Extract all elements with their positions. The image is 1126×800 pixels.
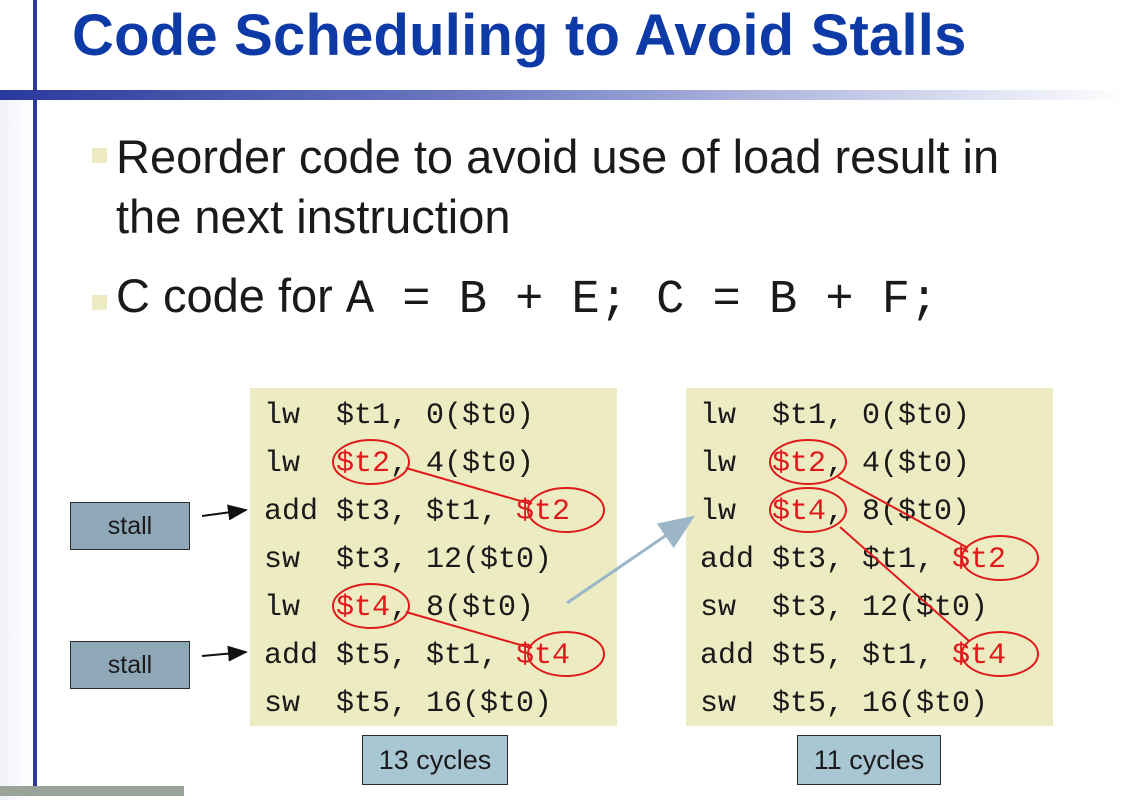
code-segment: lw [700,447,773,481]
code-panel-original: lw $t1, 0($t0)lw $t2, 4($t0)add $t3, $t1… [250,388,617,726]
dep-left-t4 [405,611,532,649]
register-highlight: $t4 [336,591,391,625]
original-line-6: add $t5, $t1, $t4 [264,638,570,674]
reorder-arrow [566,515,695,605]
left-margin-shade [0,100,33,800]
circle-left-t4-def [332,583,410,629]
bullet-1-line-2: the next instruction [116,190,511,243]
code-segment: add $t3, $t1, [700,543,953,577]
slide-title: Code Scheduling to Avoid Stalls [72,3,967,68]
circle-left-t2-def [332,439,410,485]
code-segment: add $t3, $t1, [264,495,517,529]
stall-box-1: stall [70,502,190,550]
code-segment: add $t5, $t1, [700,639,953,673]
code-segment: , 8($t0) [826,495,971,529]
bullet-1: Reorder code to avoid use of load result… [76,125,1116,255]
stall-arrow-1 [201,504,248,521]
circle-left-t4-use [527,631,605,677]
stall-arrow-2 [201,645,248,662]
bottom-corner-bar [0,786,184,796]
code-segment: sw $t5, 16($t0) [264,687,553,721]
code-segment: lw [264,399,337,433]
code-segment: lw [264,447,337,481]
stall-box-2: stall [70,641,190,689]
register-highlight: $t2 [336,447,391,481]
bullet-2-prefix: C code for [116,269,346,322]
bullet-2-code: A = B + E; C = B + F; [345,274,939,327]
register-highlight: $t2 [772,447,827,481]
code-panel-reordered: lw $t1, 0($t0)lw $t2, 4($t0)lw $t4, 8($t… [686,388,1053,726]
original-line-7: sw $t5, 16($t0) [264,686,552,722]
cycles-label-reordered: 11 cycles [797,735,941,785]
circle-right-t4-use [961,631,1039,677]
bullet-marker-1 [92,148,107,163]
bullet-marker-2 [92,295,107,310]
original-line-1: lw $t1, 0($t0) [264,398,534,434]
reordered-line-3: lw $t4, 8($t0) [700,494,970,530]
circle-left-t2-use [527,487,605,533]
bullet-2-text: C code for A = B + E; C = B + F; [116,264,938,333]
code-segment: lw [264,591,337,625]
original-line-2: lw $t2, 4($t0) [264,446,534,482]
dep-left-t2 [405,467,532,505]
vertical-accent-bar [33,0,37,796]
original-line-5: lw $t4, 8($t0) [264,590,534,626]
reordered-line-6: add $t5, $t1, $t4 [700,638,1006,674]
code-segment: sw $t3, 12($t0) [264,543,553,577]
bullet-1-line-1: Reorder code to avoid use of load result… [116,130,1000,183]
code-segment: , 4($t0) [826,447,971,481]
register-highlight: $t2 [952,543,1007,577]
register-highlight: $t4 [772,495,827,529]
code-segment: lw $t1, 0($t0) [700,399,971,433]
dep-right-t2 [837,476,969,549]
code-segment: sw $t5, 16($t0) [700,687,989,721]
code-segment: , 4($t0) [390,447,535,481]
register-highlight: $t4 [516,639,571,673]
code-segment: sw $t3, 12($t0) [700,591,989,625]
dep-right-t4 [839,526,970,642]
bullet-2: C code for A = B + E; C = B + F; [76,264,1116,328]
code-segment: add $t5, $t1, [264,639,517,673]
circle-right-t4-def [769,487,847,533]
code-segment: $t1, 0($t0) [336,399,535,433]
reordered-line-1: lw $t1, 0($t0) [700,398,970,434]
reordered-line-7: sw $t5, 16($t0) [700,686,988,722]
register-highlight: $t4 [952,639,1007,673]
original-line-4: sw $t3, 12($t0) [264,542,552,578]
title-underline [0,90,1126,100]
circle-right-t2-use [961,535,1039,581]
reordered-line-5: sw $t3, 12($t0) [700,590,988,626]
original-line-3: add $t3, $t1, $t2 [264,494,570,530]
circle-right-t2-def [769,439,847,485]
reordered-line-4: add $t3, $t1, $t2 [700,542,1006,578]
cycles-label-original: 13 cycles [362,735,508,785]
register-highlight: $t2 [516,495,571,529]
reordered-line-2: lw $t2, 4($t0) [700,446,970,482]
code-segment: lw [700,495,773,529]
